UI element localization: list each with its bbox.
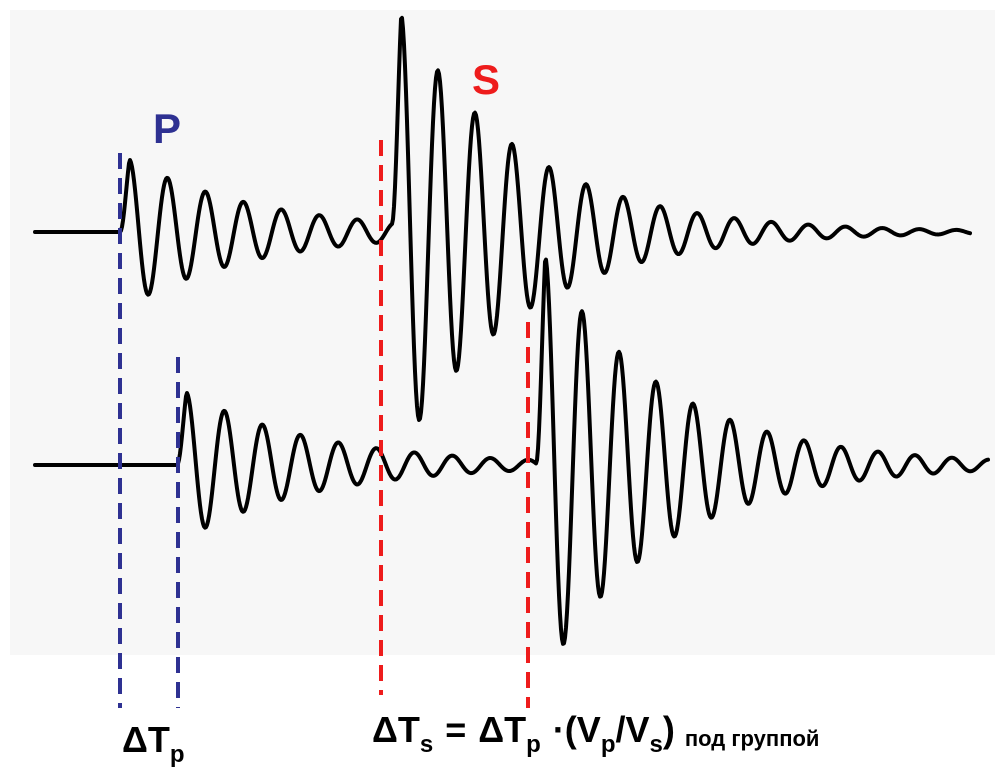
trace-panel [10,10,995,655]
seismogram-trace-lower [33,257,990,646]
s-wave-label: S [472,56,500,103]
p-wave-label: P [153,105,181,152]
seismogram-trace-upper [33,15,972,422]
formula-label: ΔTs=ΔTp·(Vp/Vs)под группой [372,709,819,758]
delta-tp-label: ΔTp [122,719,185,768]
